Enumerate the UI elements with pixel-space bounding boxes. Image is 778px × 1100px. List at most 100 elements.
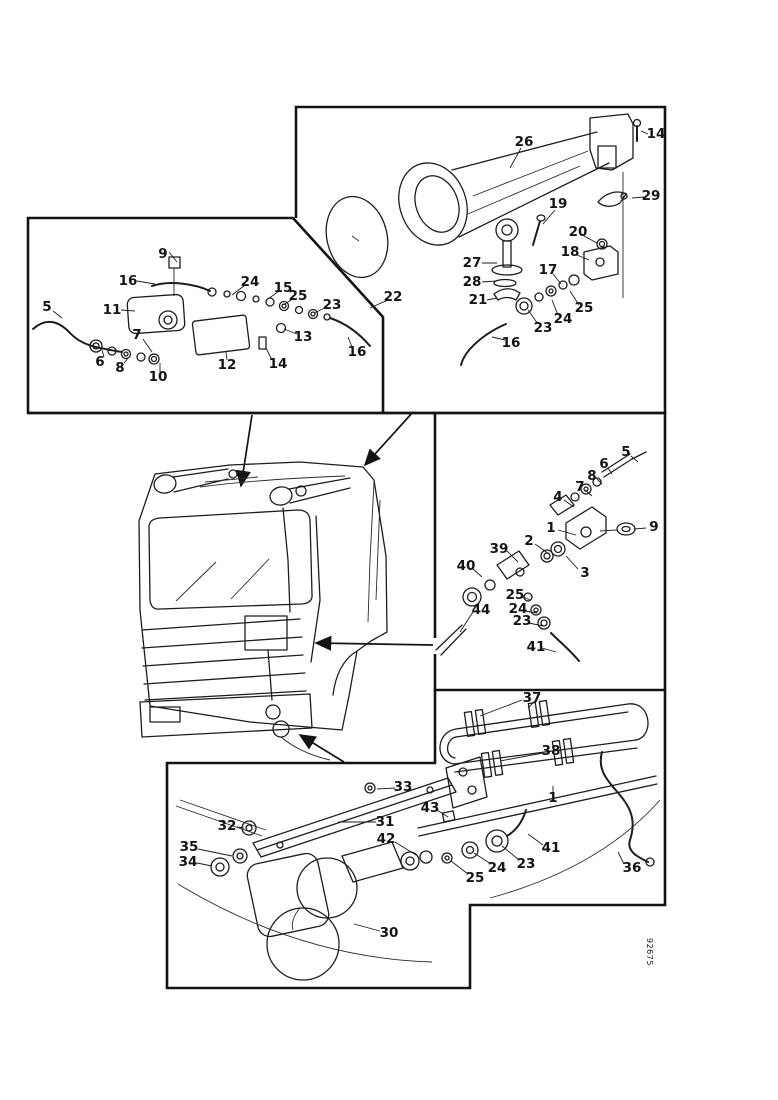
top-right-detail-parts (325, 113, 642, 366)
fitting-9 (616, 522, 636, 536)
lower-valve-hose (280, 736, 331, 761)
bracket-31 (252, 777, 457, 858)
callout-24: 24 (241, 274, 260, 290)
callout-43: 43 (421, 800, 440, 816)
bottom-detail-box (165, 690, 667, 990)
roof-horn-left-fitting (228, 469, 238, 479)
valve-11 (126, 293, 186, 335)
callout-23b: 23 (517, 856, 536, 872)
cab-door-line (310, 515, 321, 663)
hose-5-mr (601, 451, 647, 478)
callout-15: 15 (274, 280, 293, 296)
callout-5: 5 (42, 299, 51, 315)
callout-40: 40 (457, 558, 476, 574)
drawing-number: 92675 (645, 938, 654, 966)
front-access-panel (244, 615, 288, 651)
arrow-bottom-to-lower-front (298, 734, 345, 763)
callout-20: 20 (569, 224, 588, 240)
cab-bumper (139, 693, 313, 738)
callout-1: 1 (546, 520, 555, 536)
fitting-chain-b (441, 829, 509, 864)
callout-44: 44 (472, 602, 491, 618)
callout-29: 29 (642, 188, 661, 204)
elbow-4 (549, 494, 575, 516)
callout-2: 2 (524, 533, 533, 549)
pipe-43-41 (417, 775, 658, 837)
callout-35: 35 (180, 839, 199, 855)
cab-windshield (148, 509, 313, 610)
callout-33: 33 (394, 779, 413, 795)
callout-41b: 41 (542, 840, 561, 856)
lower-valve-upper (265, 704, 281, 720)
fitting-chain-tr (515, 274, 580, 315)
callout-16tr: 16 (502, 335, 521, 351)
truck-cab-sketch (138, 461, 388, 761)
screw-19 (532, 220, 541, 246)
hose-16-tr (460, 323, 507, 366)
pipe-clamps-38 (480, 737, 575, 778)
callout-17: 17 (539, 262, 558, 278)
washer-28 (493, 278, 517, 288)
callout-22: 22 (384, 289, 403, 305)
callout-24tr: 24 (554, 311, 573, 327)
callout-23: 23 (323, 297, 342, 313)
callout-25: 25 (289, 288, 308, 304)
middle-right-detail-parts (435, 451, 647, 662)
cab-wiper-right (230, 558, 270, 600)
callout-24b: 24 (488, 860, 507, 876)
hose-41-mr (550, 632, 580, 662)
callout-26: 26 (515, 134, 534, 150)
bracket-12 (191, 314, 251, 356)
horn-26-cone (451, 131, 610, 238)
horn-30-lower-coil (266, 907, 340, 981)
cab-outline (138, 461, 388, 731)
callout-1b: 1 (548, 790, 557, 806)
roof-horn-left-bell (153, 474, 177, 494)
horn-bracket (589, 113, 634, 171)
fitting-43 (441, 810, 456, 823)
arrow-middle-to-front (314, 635, 434, 651)
callout-27: 27 (463, 255, 482, 271)
callout-37: 37 (523, 690, 542, 706)
callout-31: 31 (376, 814, 395, 830)
callout-12: 12 (218, 357, 237, 373)
callout-28: 28 (463, 274, 482, 290)
callout-42: 42 (377, 831, 396, 847)
fitting-chain-upper (207, 287, 331, 321)
callout-39: 39 (490, 541, 509, 557)
cab-wiper-left (175, 561, 217, 602)
arrow-topleft-to-roof (235, 414, 253, 488)
callout-13: 13 (294, 329, 313, 345)
hose-5 (32, 321, 123, 353)
callout-30: 30 (380, 925, 399, 941)
callout-34: 34 (179, 854, 198, 870)
callout-38: 38 (542, 743, 561, 759)
callout-8mr: 8 (587, 468, 596, 484)
hose-16-upper (151, 282, 211, 292)
callout-41mr: 41 (527, 639, 546, 655)
fitting-chain-down (523, 592, 551, 630)
nut-20 (596, 238, 608, 250)
flow-curve-left (177, 883, 433, 963)
arrow-topright-to-roof (363, 411, 414, 467)
cab-side-lines (367, 481, 381, 623)
bolt-33 (364, 782, 376, 794)
leader-lines (52, 130, 649, 932)
washer-34 (210, 857, 230, 877)
hose-36 (599, 751, 649, 863)
callout-6: 6 (95, 354, 104, 370)
callout-7mr: 7 (575, 479, 584, 495)
clamp-21 (493, 288, 521, 301)
end-plate (445, 756, 488, 809)
horn-30-upper-coil (296, 857, 358, 919)
callout-18: 18 (561, 244, 580, 260)
pipe-clamps-37 (463, 699, 551, 737)
roof-horn-left-cone (172, 468, 229, 493)
callout-5mr: 5 (621, 444, 630, 460)
callout-25tr: 25 (575, 300, 594, 316)
gasket-22 (325, 195, 389, 279)
bracket-27-eye (495, 218, 519, 242)
horn-30-plate (246, 852, 330, 938)
